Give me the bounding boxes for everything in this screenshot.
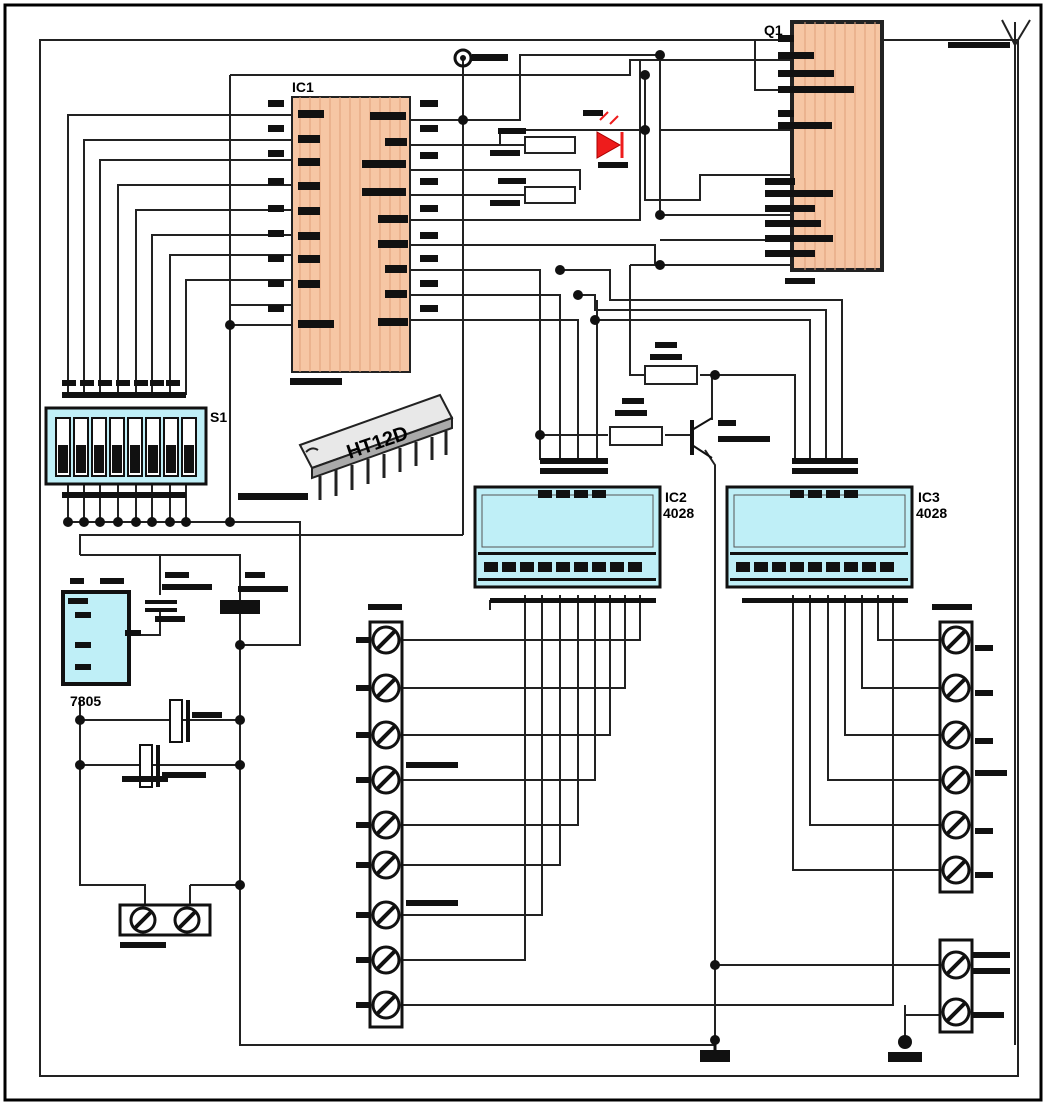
- resistor-r4: [609, 398, 663, 446]
- q1-label: Q1: [764, 22, 783, 38]
- s1-label: S1: [210, 409, 227, 425]
- resistor-r3: [644, 342, 698, 385]
- ground-icon: [700, 1040, 730, 1062]
- voltage-regulator: 7805: [61, 578, 141, 709]
- antenna-icon: [948, 19, 1031, 48]
- junction-dots: [63, 50, 720, 1045]
- ic1-label: IC1: [292, 79, 314, 95]
- chip-illustration: HT12D: [238, 393, 454, 500]
- led-icon: [583, 110, 628, 168]
- resistor-r1: [490, 128, 576, 156]
- ic1: IC1: [268, 79, 438, 385]
- power-terminal: [118, 903, 212, 948]
- ic2-type: 4028: [663, 505, 694, 521]
- output-terminal: [938, 938, 1010, 1034]
- ground-icon-2: [888, 1035, 922, 1062]
- right-terminal-block: [932, 604, 1007, 894]
- resistor-r2: [490, 178, 576, 206]
- dip-switch-s1: S1: [44, 380, 227, 498]
- q1-module: Q1: [764, 20, 884, 284]
- ic2: IC2 4028: [473, 458, 694, 603]
- test-point: [453, 48, 508, 68]
- ic2-label: IC2: [665, 489, 687, 505]
- capacitor-c4: [122, 744, 206, 788]
- capacitor-c1: [145, 572, 212, 622]
- capacitor-c3: [169, 699, 222, 743]
- capacitor-c2: [220, 572, 288, 614]
- outer-frame: [3, 3, 1043, 1102]
- ic3-type: 4028: [916, 505, 947, 521]
- regulator-label: 7805: [70, 693, 101, 709]
- left-terminal-block: [356, 604, 458, 1029]
- ic3: IC3 4028: [725, 458, 947, 603]
- ic3-label: IC3: [918, 489, 940, 505]
- transistor-icon: [690, 417, 770, 459]
